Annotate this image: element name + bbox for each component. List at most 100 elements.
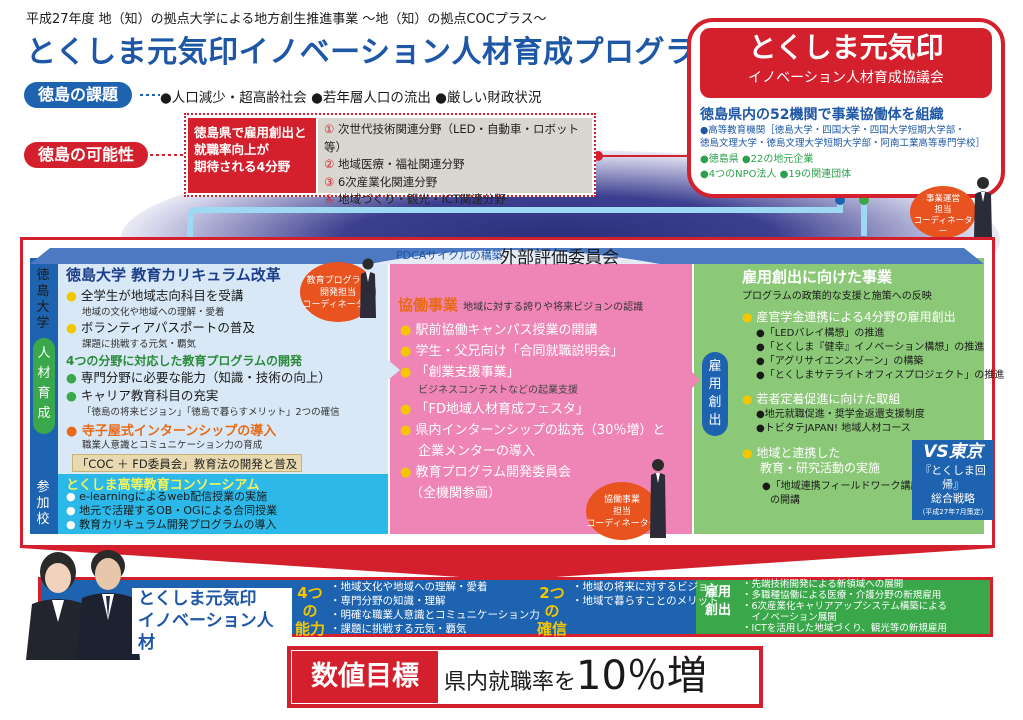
consortium-panel <box>58 474 388 534</box>
kyodo-item-3: ● 「創業支援事業」 <box>400 365 520 380</box>
field-1: ① 次世代技術関連分野（LED・自動車・ロボット等） <box>324 122 579 154</box>
kyodo-head-sub: 地域に対する誇りや将来ビジョンの認識 <box>463 302 644 313</box>
tokushima-head: 徳島大学 教育カリキュラム改革 <box>66 266 281 284</box>
consortium-item-3: ● 教育カリキュラム開発プログラムの導入 <box>66 518 277 531</box>
potential-line-1: 徳島県で雇用創出と <box>194 125 307 140</box>
header-subtitle: 平成27年度 地（知）の拠点大学による地方創生推進事業 〜地（知）の拠点COCプ… <box>26 12 547 27</box>
consortium-head: とくしま高等教育コンソーシアム <box>66 478 260 493</box>
jinzai-ikusei-pill: 人材育成 <box>33 338 55 434</box>
kyodo-item-6b: （全機関参画） <box>410 486 502 501</box>
employment-b3-list: ●「地域連携フィールドワーク講座」 の開講 <box>762 480 931 508</box>
consortium-item-1: ● e-learningによるweb配信授業の実施 <box>66 490 268 503</box>
program-dev-item-2-sub: 「徳島の将来ビジョン」「徳島で暮らすメリット」2つの確信 <box>82 407 340 418</box>
arrow-right-icon <box>376 350 400 390</box>
terakoya-sub: 職業人意識とコミュニケーション力の育成 <box>82 440 263 451</box>
employment-b1: ● 産官学金連携による4分野の雇用創出 <box>742 310 956 324</box>
council-coordinator-bubble: 事業運営 担当 コーディネーター <box>910 186 976 238</box>
kyodo-item-5: ● 県内インターンシップの拡充（30％増）と <box>400 423 666 438</box>
ability-item-2: ・専門分野の知識・理解 <box>330 595 446 607</box>
outcome-name-2: イノベーション人材 <box>138 611 274 653</box>
potential-label: 徳島の可能性 <box>24 142 149 168</box>
kyodo-item-4: ● 「FD地域人材育成フェスタ」 <box>400 402 589 417</box>
employment-b2-list: ●地元就職促進・奨学金返還支援制度 ●トビタテJAPAN! 地域人材コース <box>756 408 925 436</box>
kyodo-head-row: 協働事業 地域に対する誇りや将来ビジョンの認識 <box>398 294 643 315</box>
council-members-3: ●徳島県 ●22の地元企業 <box>700 154 814 165</box>
goal-text-big: 10％増 <box>576 653 707 699</box>
kyodo-item-1: ● 駅前協働キャンパス授業の開講 <box>400 323 598 338</box>
arrow-right-icon-2 <box>680 360 700 400</box>
person-icon-3 <box>650 459 666 538</box>
tokushima-item-2: ● ボランティアパスポートの普及 <box>66 320 255 335</box>
potential-red-panel: 徳島県で雇用創出と 就職率向上が 期待される4分野 <box>188 118 316 193</box>
koyou-item-2: ・多職種協働による医療・介護分野の新規雇用 <box>742 590 942 601</box>
vs-line-1: 『とくしま回帰』 <box>920 464 986 491</box>
employment-b2: ● 若者定着促進に向けた取組 <box>742 392 901 406</box>
koyou-head: 雇用創出 <box>704 585 731 618</box>
council-members-2: 徳島文理大学・徳島文理大学短期大学部・阿南工業高等専門学校］ <box>700 138 986 149</box>
potential-line-2: 就職率向上が <box>194 142 270 157</box>
external-band <box>30 248 984 264</box>
employment-b2-item-1: ●地元就職促進・奨学金返還支援制度 <box>756 409 925 420</box>
kyodo-coordinator-bubble: 協働事業 担当 コーディネーター <box>586 482 658 540</box>
person-icon-2 <box>360 258 376 318</box>
outcome-name: とくしま元気印 イノベーション人材 <box>132 588 292 654</box>
council-body: 徳島県内の52機関で事業協働体を組織 ●高等教育機関［徳島大学・四国大学・四国大… <box>700 104 994 180</box>
kyodo-head: 協働事業 <box>398 296 459 314</box>
koyou-item-1: ・先端技術開発による新領域への展開 <box>742 579 904 590</box>
koyou-item-4: イノベーション展開 <box>742 612 837 623</box>
employment-head: 雇用創出に向けた事業 <box>742 268 893 286</box>
field-2: ② 地域医療・福祉関連分野 <box>324 157 465 171</box>
vs-tokyo-logo: VS東京 <box>923 442 983 462</box>
funnel-shape <box>20 548 995 578</box>
ability-items: ・地域文化や地域への理解・愛着 ・専門分野の知識・理解 ・明確な職業人意識とコミ… <box>330 580 540 636</box>
conviction-head: 2つの確信 <box>536 584 567 638</box>
tokushima-item-2-sub: 課題に挑戦する元気・覇気 <box>82 339 197 350</box>
employment-b3: ● 地域と連携した 教育・研究活動の実施 <box>742 446 881 475</box>
conviction-item-1: ・地域の将来に対するビジョン <box>572 581 719 593</box>
koyou-items: ・先端技術開発による新領域への展開 ・多職種協働による医療・介護分野の新規雇用 … <box>742 579 947 634</box>
koyou-soshutsu-pill: 雇用創出 <box>702 352 728 436</box>
goal-label: 数値目標 <box>292 651 438 703</box>
vs-note: （平成27年7月策定） <box>918 508 988 516</box>
employment-b1-item-1: ●「LEDバレイ構想」の推進 <box>756 328 885 339</box>
potential-line-3: 期待される4分野 <box>194 159 291 174</box>
goal-text: 県内就職率を10％増 <box>444 650 707 709</box>
tokushima-item-1-sub: 地域の文化や地域への理解・愛着 <box>82 307 225 318</box>
side-label-tokushima: 徳島大学 <box>36 268 50 331</box>
employment-b3-item-2: の開講 <box>770 495 800 506</box>
coc-fd-box: 「COC ＋ FD委員会」教育法の開発と普及 <box>72 454 302 472</box>
header-title: とくしま元気印イノベーション人材育成プログラム <box>26 35 726 70</box>
employment-b1-list: ●「LEDバレイ構想」の推進 ●「とくしま『健幸』イノベーション構想」の推進 ●… <box>756 327 1004 383</box>
conviction-item-2: ・地域で暮らすことのメリット <box>572 595 719 607</box>
consortium-items: ● e-learningによるweb配信授業の実施 ● 地元で活躍するOB・OG… <box>66 490 277 532</box>
kyodo-item-5b: 企業メンターの導入 <box>418 444 536 459</box>
kyodo-item-3-sub: ビジネスコンテストなどの起業支援 <box>418 385 578 396</box>
employment-b1-item-3: ●「アグリサイエンスゾーン」の構築 <box>756 356 924 367</box>
outcome-green-panel <box>696 580 990 634</box>
external-committee-label: 外部評価委員会 <box>500 248 619 268</box>
program-dev-item-1: ● 専門分野に必要な能力（知識・技術の向上） <box>66 370 331 385</box>
ability-item-4: ・課題に挑戦する元気・覇気 <box>330 623 467 635</box>
program-dev-item-2: ● キャリア教育科目の充実 <box>66 388 219 403</box>
council-title-main: とくしま元気印 <box>748 31 944 64</box>
koyou-item-5: ・ICTを活用した地域づくり、観光等の新規雇用 <box>742 623 947 634</box>
council-members-4: ●4つのNPO法人 ●19の関連団体 <box>700 169 852 180</box>
kyodo-items: ● 駅前協働キャンパス授業の開講 ● 学生・父兄向け「合同就職説明会」 ● 「創… <box>400 320 665 504</box>
program-dev-head: 4つの分野に対応した教育プログラムの開発 <box>66 354 302 368</box>
potential-fields: ① 次世代技術関連分野（LED・自動車・ロボット等） ② 地域医療・福祉関連分野… <box>318 118 592 206</box>
conviction-items: ・地域の将来に対するビジョン ・地域で暮らすことのメリット <box>572 580 719 608</box>
field-3: ③ 6次産業化関連分野 <box>324 174 438 189</box>
employment-head-sub: プログラムの政策的な支援と施策への反映 <box>742 291 932 302</box>
employment-b3-item-1: ●「地域連携フィールドワーク講座」 <box>762 481 931 492</box>
koyou-item-3: ・6次産業化キャリアアップシステム構築による <box>742 601 947 612</box>
tokushima-item-1: ● 全学生が地域志向科目を受講 <box>66 288 244 303</box>
employment-b2-item-2: ●トビタテJAPAN! 地域人材コース <box>756 423 911 434</box>
vs-tokyo-box: VS東京 『とくしま回帰』 総合戦略 （平成27年7月策定） <box>912 440 994 520</box>
kyodo-item-2: ● 学生・父兄向け「合同就職説明会」 <box>400 344 624 359</box>
issues-label: 徳島の課題 <box>24 82 133 108</box>
vs-line-2: 総合戦略 <box>931 492 975 505</box>
employment-b1-item-2: ●「とくしま『健幸』イノベーション構想」の推進 <box>756 342 985 353</box>
students-image <box>26 550 140 660</box>
kyodo-item-6: ● 教育プログラム開発委員会 <box>400 465 572 480</box>
field-4: ④ 地域づくり・観光・ICT関連分野 <box>324 192 506 206</box>
